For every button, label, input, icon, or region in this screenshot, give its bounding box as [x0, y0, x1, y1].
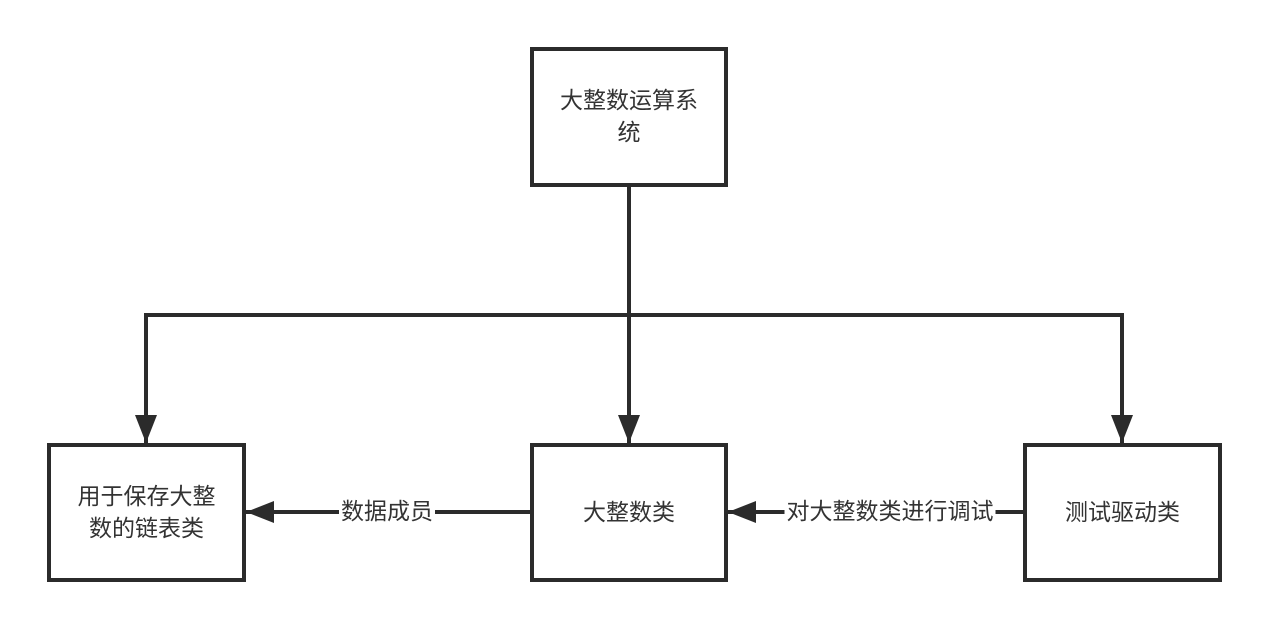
node-driver-label: 测试驱动类: [1065, 499, 1180, 526]
node-root-line2: 统: [617, 120, 641, 146]
node-big-integer-class[interactable]: 大整数类: [530, 443, 728, 582]
edge-label-debug: 对大整数类进行调试: [784, 497, 996, 527]
node-linked-list-class[interactable]: 用于保存大整 数的链表类: [47, 443, 246, 582]
edge-label-data-member: 数据成员: [339, 497, 435, 527]
node-linked-list-line2: 数的链表类: [89, 515, 204, 542]
node-linked-list-line1: 用于保存大整: [77, 483, 216, 510]
node-test-driver-class[interactable]: 测试驱动类: [1023, 443, 1222, 582]
node-linked-list-text: 用于保存大整 数的链表类: [78, 481, 216, 545]
node-big-integer-system[interactable]: 大整数运算系 统: [530, 47, 728, 187]
node-bigint-label: 大整数类: [583, 499, 675, 526]
node-root-line1: 大整数运算系: [560, 88, 698, 114]
node-big-integer-system-text: 大整数运算系 统: [560, 85, 698, 149]
